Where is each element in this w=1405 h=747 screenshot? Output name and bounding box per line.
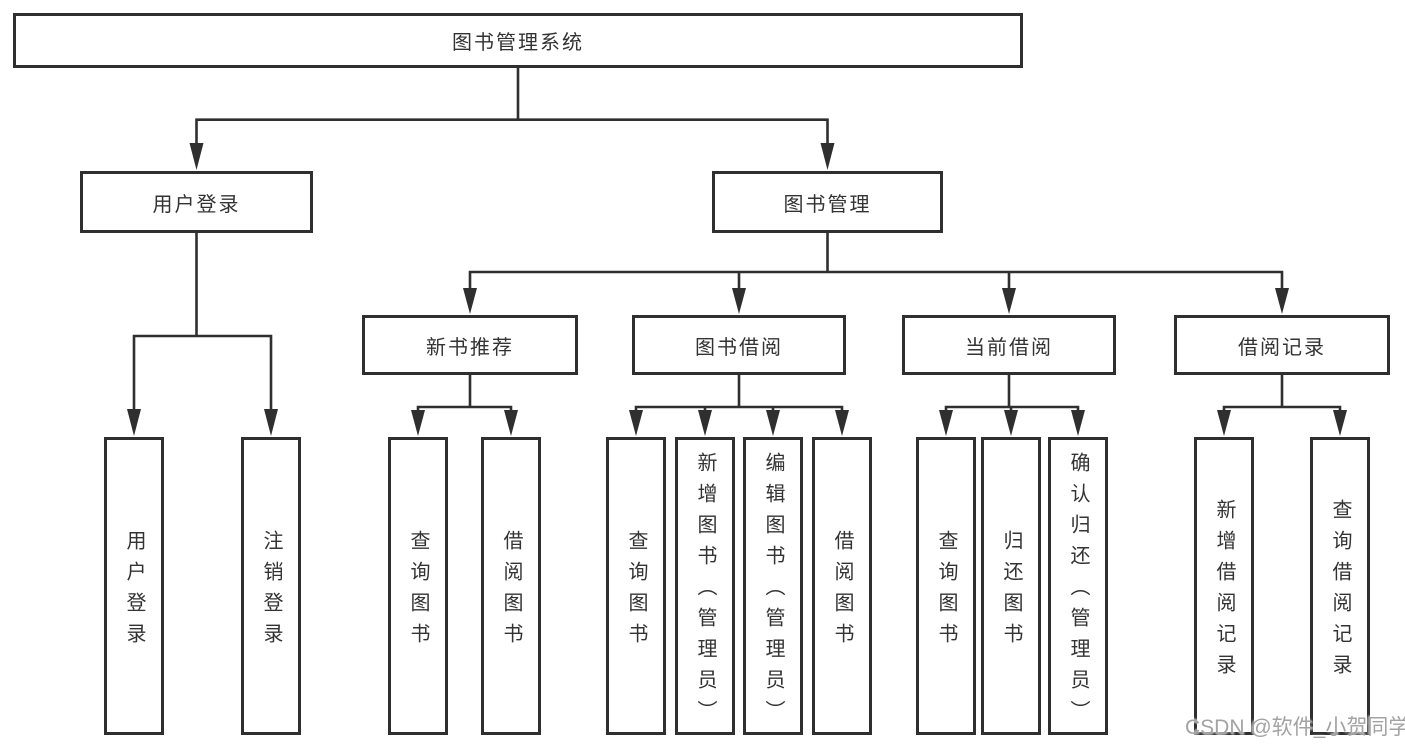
leaf-borrowing-add-books-admin: 新增图书（管理员） (675, 437, 735, 735)
leaf-current-query-books-label: 查询图书 (935, 529, 957, 654)
node-book-borrowing-label: 图书借阅 (695, 336, 783, 359)
watermark-text: CSDN @软件_小贺同学 (1185, 716, 1405, 739)
leaf-records-add-record-label: 新增借阅记录 (1213, 498, 1235, 685)
leaf-recommend-query-books-label: 查询图书 (407, 529, 429, 654)
leaf-current-query-books: 查询图书 (916, 437, 976, 735)
leaf-user-login-label: 用户登录 (123, 529, 145, 654)
leaf-recommend-borrow-books-label: 借阅图书 (500, 529, 522, 654)
node-borrow-records: 借阅记录 (1174, 315, 1390, 375)
node-borrow-records-label: 借阅记录 (1238, 336, 1326, 359)
leaf-current-confirm-return-admin-label: 确认归还（管理员） (1067, 452, 1089, 731)
leaf-recommend-query-books: 查询图书 (388, 437, 448, 735)
leaf-records-query-record: 查询借阅记录 (1310, 437, 1370, 735)
leaf-current-confirm-return-admin: 确认归还（管理员） (1048, 437, 1108, 735)
node-current-borrowing: 当前借阅 (902, 315, 1116, 375)
leaf-recommend-borrow-books: 借阅图书 (481, 437, 541, 735)
node-book-management-label: 图书管理 (783, 193, 872, 216)
node-user-login-label: 用户登录 (152, 193, 241, 216)
leaf-current-return-books-label: 归还图书 (1000, 529, 1022, 654)
leaf-borrowing-borrow-books: 借阅图书 (812, 437, 872, 735)
leaf-borrowing-edit-books-admin: 编辑图书（管理员） (743, 437, 803, 735)
leaf-logout-label: 注销登录 (260, 529, 282, 654)
leaf-records-add-record: 新增借阅记录 (1194, 437, 1254, 735)
leaf-borrowing-edit-books-admin-label: 编辑图书（管理员） (762, 452, 784, 731)
leaf-borrowing-query-books-label: 查询图书 (625, 529, 647, 654)
leaf-borrowing-borrow-books-label: 借阅图书 (831, 529, 853, 654)
leaf-borrowing-add-books-admin-label: 新增图书（管理员） (694, 452, 716, 731)
leaf-current-return-books: 归还图书 (981, 437, 1041, 735)
leaf-logout: 注销登录 (241, 437, 301, 735)
node-root-label: 图书管理系统 (452, 32, 584, 54)
node-new-book-recommend: 新书推荐 (362, 315, 578, 375)
node-book-borrowing: 图书借阅 (632, 315, 846, 375)
node-current-borrowing-label: 当前借阅 (965, 336, 1053, 359)
node-user-login: 用户登录 (80, 171, 313, 233)
node-new-book-recommend-label: 新书推荐 (426, 336, 514, 359)
node-book-management: 图书管理 (712, 171, 943, 233)
leaf-borrowing-query-books: 查询图书 (606, 437, 666, 735)
node-root: 图书管理系统 (13, 13, 1023, 68)
leaf-user-login: 用户登录 (104, 437, 164, 735)
leaf-records-query-record-label: 查询借阅记录 (1329, 498, 1351, 685)
